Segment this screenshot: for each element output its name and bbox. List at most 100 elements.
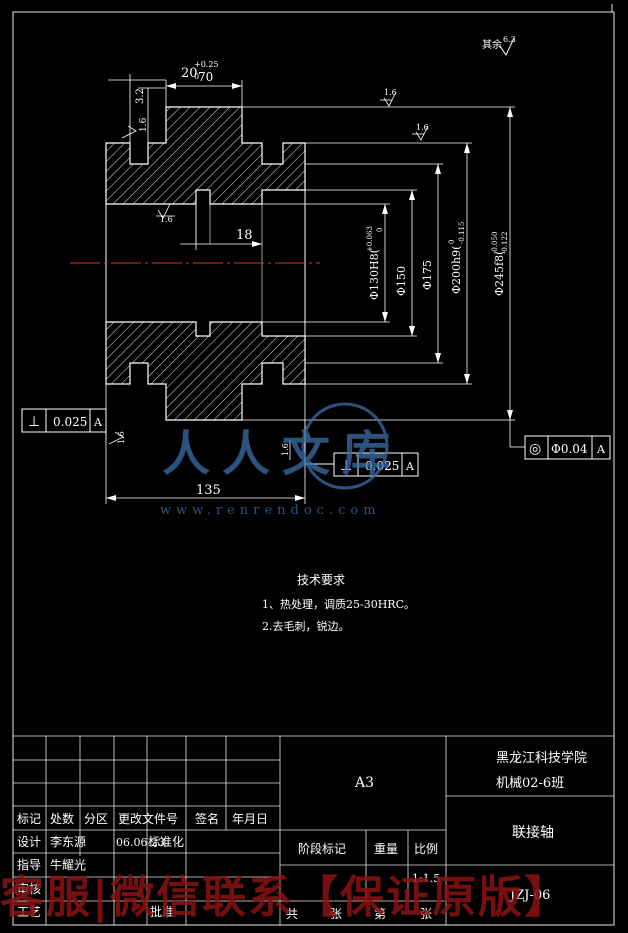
perp-left-box: [21, 408, 107, 433]
arrow-135-r: [295, 495, 305, 501]
arrow-70-r: [232, 83, 242, 89]
dim-18: 18: [236, 228, 253, 243]
tb-rev-h2: 分区: [84, 812, 108, 826]
watermark-logo-text: 人人文库: [162, 426, 402, 482]
perp-left-val: 0.025: [53, 415, 87, 429]
sheet-border: [12, 11, 615, 926]
tb-design-label: 设计: [17, 835, 41, 849]
bottom-banner-watermark: 客服|微信联系【保证原版】: [0, 872, 570, 923]
dia-150-label: Φ150: [395, 266, 408, 296]
arrow-130-bot: [382, 312, 388, 322]
tb-guide-label: 指导: [17, 857, 41, 872]
dia-175-label: Φ175: [421, 260, 434, 290]
dia-245-tol: -0.050: [491, 232, 499, 254]
tb-class: 机械02-6班: [496, 776, 564, 791]
dim-arrows: [106, 83, 513, 501]
circ-val: Φ0.04: [551, 442, 588, 456]
tb-scale-value: 1:1.5: [412, 872, 440, 885]
tb-guide-name: 牛耀光: [50, 857, 86, 872]
dia-130-tol-low: 0: [376, 228, 384, 232]
dia-200-label: Φ200h9(: [450, 246, 463, 294]
section-upper: [105, 106, 306, 205]
rough-mark-b: [415, 125, 429, 141]
dia-200-tol-low: -0.115: [458, 222, 466, 244]
tb-process-label: 工艺: [17, 905, 41, 919]
tb-rev-h4: 签名: [195, 811, 219, 826]
arrow-130-top: [382, 204, 388, 214]
tb-review-label: 审核: [17, 881, 41, 896]
arrow-18-r: [252, 241, 262, 247]
tb-design-date: 06.06.23: [116, 836, 165, 849]
dim-20-sup: +0.25: [194, 60, 219, 69]
dim-20: 20: [181, 66, 198, 81]
tb-sheet-unit1: 张: [330, 907, 342, 921]
rough-mark-c: [157, 203, 171, 219]
tech-req-item-2: 2.去毛刺，锐边。: [262, 619, 350, 633]
title-block-text: A3 黑龙江科技学院 机械02-6班 联接轴 JZJ-06 阶段标记 重量 比例…: [17, 750, 587, 921]
dia-200-tol: 0: [448, 240, 456, 244]
rough-mark-d: [121, 125, 137, 139]
watermark-url: www.renrendoc.com: [160, 503, 381, 518]
tech-req-title: 技术要求: [297, 573, 345, 587]
tb-sheet-index: 第: [374, 907, 386, 921]
dim-32: 3.2: [135, 88, 146, 104]
perp-left-frame: ⊥ 0.025 A: [21, 408, 107, 433]
dim-135: 135: [196, 483, 221, 498]
tech-requirements: 技术要求 1、热处理，调质25-30HRC。 2.去毛刺，锐边。: [262, 573, 415, 633]
dia-245-tol-low: -0.122: [501, 232, 509, 254]
tb-rev-h5: 年月日: [232, 812, 268, 826]
rough-mark-a: [383, 91, 397, 107]
tb-drawing-no: JZJ-06: [508, 888, 550, 903]
roughness-value: 6.3: [503, 35, 516, 44]
circ-ref: A: [596, 443, 606, 456]
section-lower: [105, 321, 306, 421]
roughness-marks: [108, 91, 429, 445]
tb-part-name: 联接轴: [512, 824, 554, 841]
arrow-175-bot: [435, 353, 441, 363]
arrow-150-bot: [409, 326, 415, 336]
rough-16-a: 1.6: [384, 88, 397, 97]
tb-std-label: 标准化: [148, 835, 184, 849]
roughness-note: 其余: [482, 38, 502, 51]
dia-130-tol: +0.063: [366, 226, 374, 252]
perp-mid-ref: A: [405, 460, 415, 473]
circ-box: [524, 435, 611, 460]
rough-16-b: 1.6: [416, 123, 429, 132]
tb-approve-label: 批准: [150, 904, 174, 919]
perp-left-sym: ⊥: [28, 414, 40, 430]
tb-rev-h0: 标记: [17, 812, 41, 826]
tb-designer: 李东源: [50, 834, 86, 849]
rough-mark-e: [108, 431, 124, 445]
circ-sym: ◎: [529, 441, 541, 457]
dia-245-label: Φ245f8(: [493, 251, 506, 296]
circularity-frame: ◎ Φ0.04 A: [524, 435, 611, 460]
arrow-175-top: [435, 164, 441, 174]
part-section: [70, 106, 320, 421]
tb-school: 黑龙江科技学院: [496, 750, 587, 766]
watermark-logo: 人人文库 www.renrendoc.com: [160, 402, 402, 518]
rough-16-c: 1.6: [160, 215, 173, 224]
tb-rev-h3: 更改文件号: [118, 811, 178, 826]
arrow-200-bot: [464, 374, 470, 384]
arrow-135-l: [106, 495, 116, 501]
roughness-symbol: [499, 37, 515, 57]
perp-mid-sym: ⊥: [340, 458, 352, 474]
tb-scale-label: 比例: [414, 842, 438, 856]
arrow-245-bot: [507, 410, 513, 420]
perp-left-ref: A: [93, 416, 103, 429]
arrow-245-top: [507, 107, 513, 117]
arrow-150-top: [409, 190, 415, 200]
tech-req-item-1: 1、热处理，调质25-30HRC。: [262, 598, 415, 611]
dia-130-label: Φ130H8(: [368, 249, 381, 300]
arrow-200-top: [464, 143, 470, 153]
dim-20-sub: 0: [194, 72, 199, 81]
tb-rev-h1: 处数: [50, 811, 74, 826]
tb-paper-size: A3: [354, 775, 374, 791]
tb-weight-label: 重量: [374, 842, 398, 856]
arrow-70-l: [166, 83, 176, 89]
watermark-circle: [301, 402, 389, 490]
title-block: [13, 735, 614, 925]
rough-16-e: 1.6: [281, 443, 290, 456]
tb-sheet-unit2: 张: [420, 907, 432, 921]
